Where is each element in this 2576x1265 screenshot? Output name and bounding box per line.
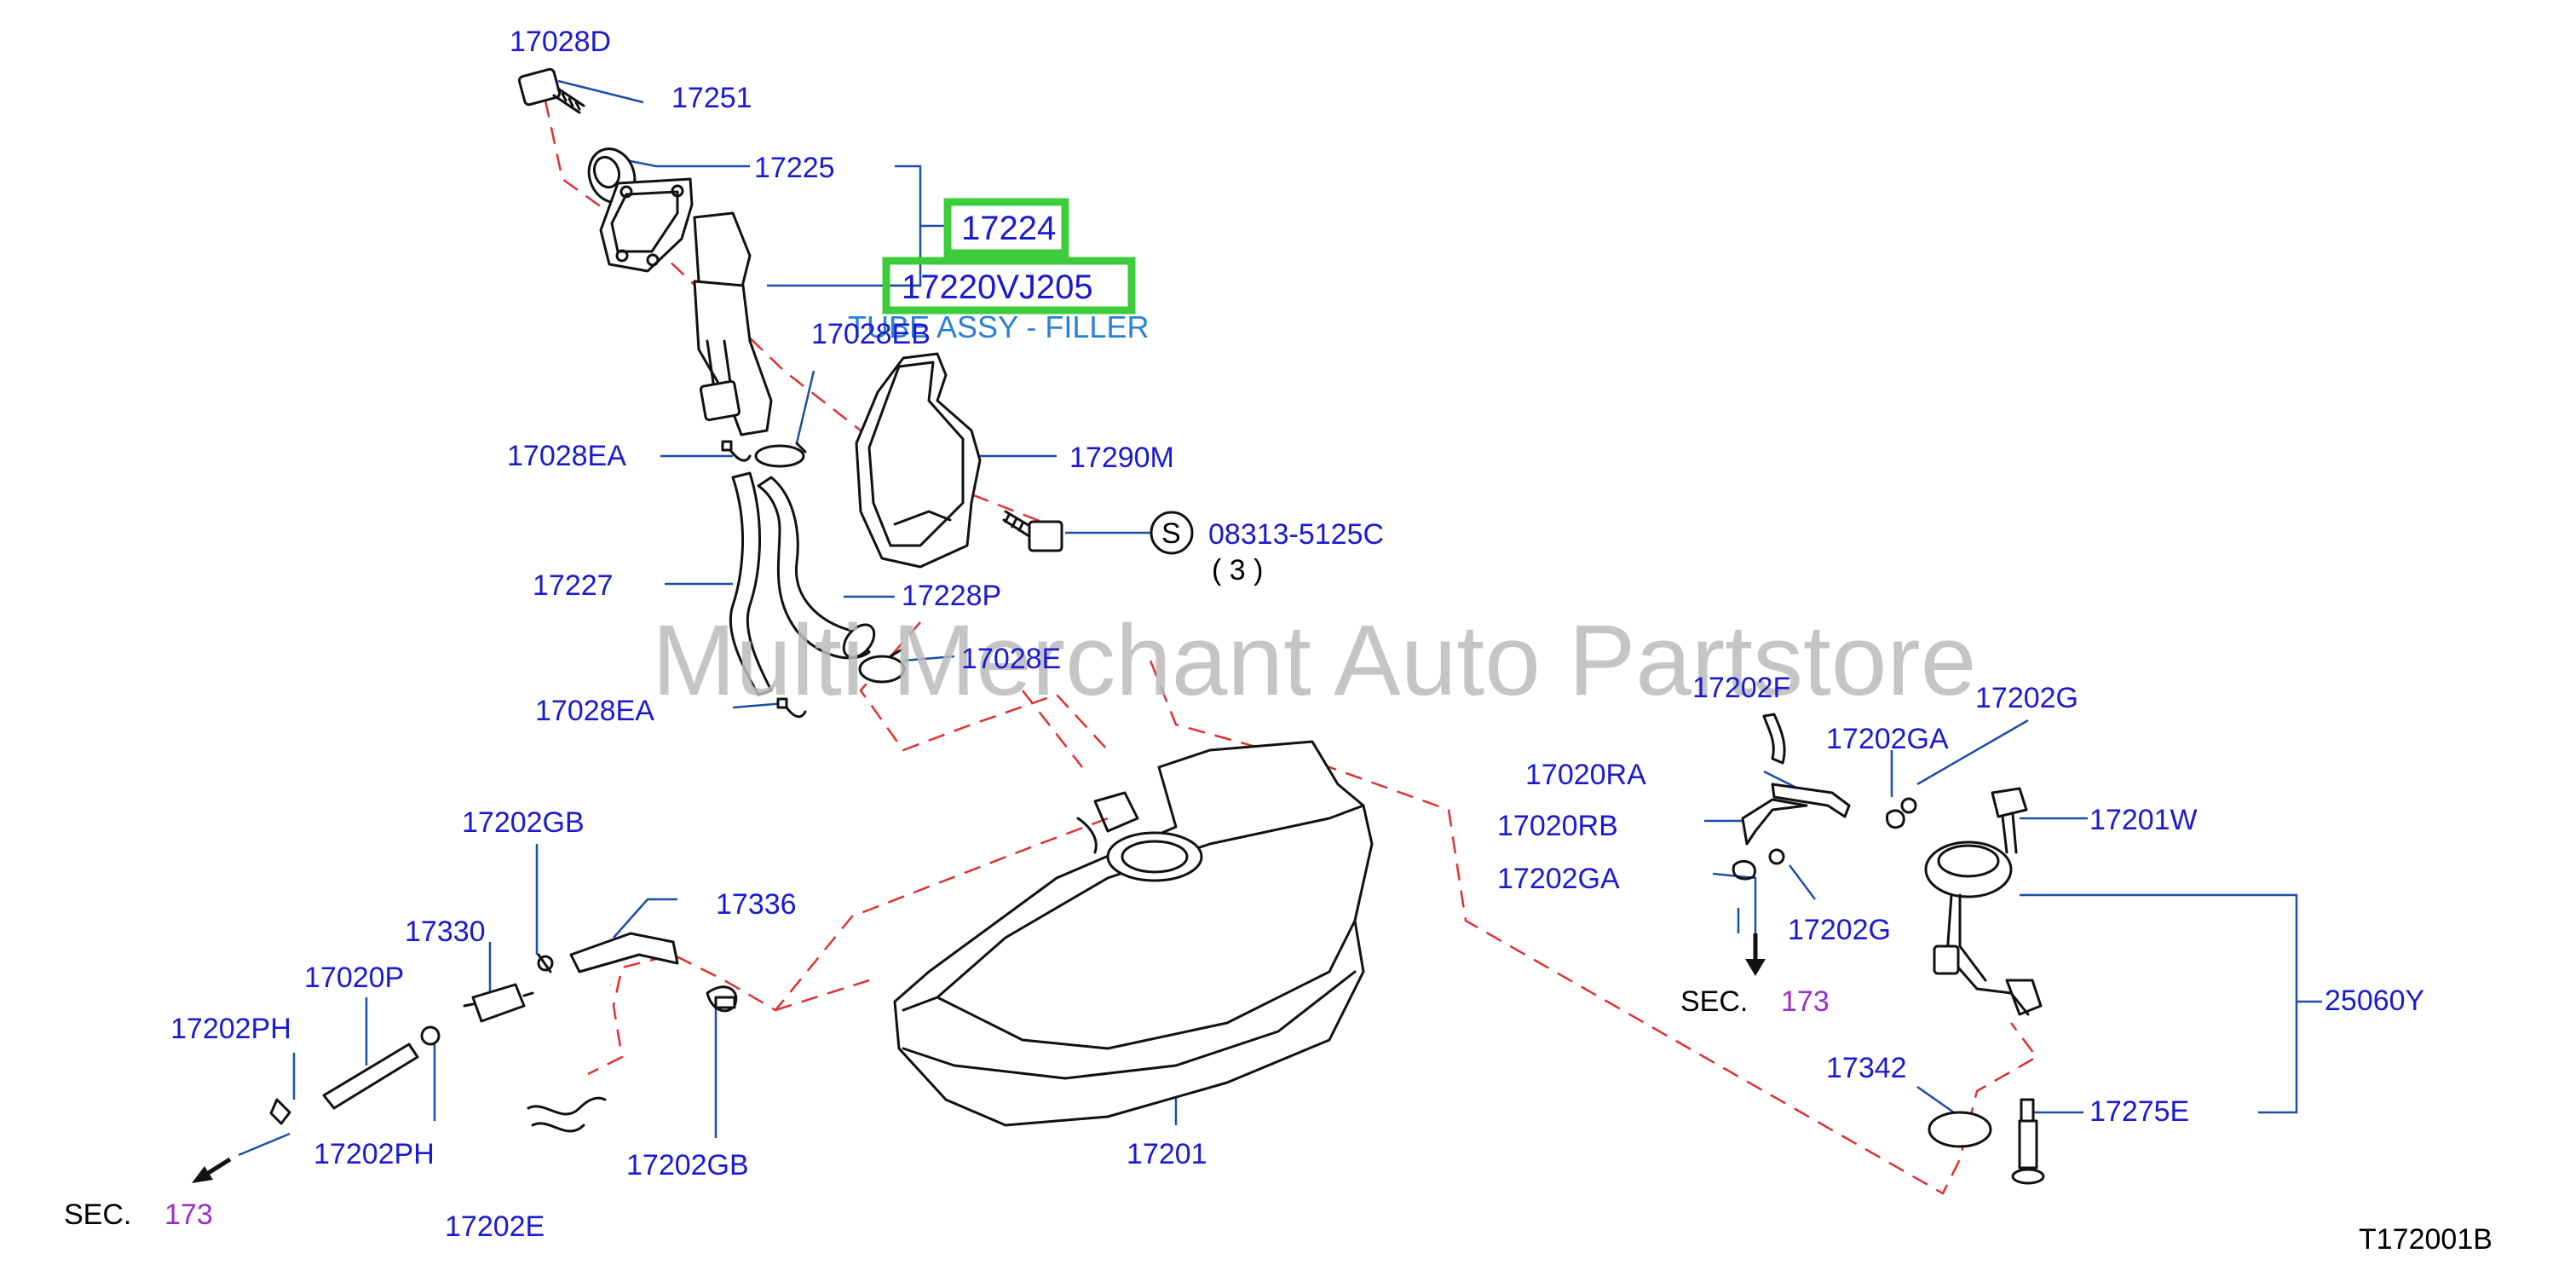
part-labels: 17028D 17251 17225 17224 17220VJ205 TUBE…	[170, 26, 2424, 1243]
part-caption: TUBE ASSY - FILLER	[848, 309, 1149, 344]
clamp-17202gb-bottom-drawing[interactable]	[706, 985, 738, 1013]
part-label-17227[interactable]: 17227	[533, 569, 614, 602]
part-label-17028ea-bottom[interactable]: 17028EA	[535, 695, 654, 727]
part-label-17202ph-bottom[interactable]: 17202PH	[314, 1138, 435, 1170]
part-label-17028ea-top[interactable]: 17028EA	[507, 440, 626, 472]
parts-illustration	[192, 67, 2045, 1185]
part-label-17202f[interactable]: 17202F	[1692, 672, 1790, 704]
gasket-17225-drawing[interactable]	[599, 177, 694, 273]
sec-number-link[interactable]: 173	[164, 1199, 213, 1231]
part-label-17202ga-bottom[interactable]: 17202GA	[1497, 863, 1620, 895]
hose-17336-drawing[interactable]	[569, 932, 679, 973]
part-label-17228p[interactable]: 17228P	[902, 580, 1001, 612]
diagram-code: T172001B	[2359, 1223, 2492, 1256]
part-label-17224[interactable]: 17224	[961, 210, 1056, 247]
arrow-down-left-icon	[192, 1157, 232, 1183]
highlight-box-17224	[943, 198, 1069, 257]
bolt-17028d-drawing[interactable]	[517, 67, 585, 114]
part-label-17020rb[interactable]: 17020RB	[1497, 810, 1618, 842]
part-label-17028d[interactable]: 17028D	[510, 26, 611, 58]
sec-number-link[interactable]: 173	[1781, 985, 1830, 1018]
strainer-17275e-drawing[interactable]	[2011, 1098, 2045, 1185]
watermark-text: Multi Merchant Auto Partstore	[652, 604, 1976, 717]
arrow-down-icon	[1745, 933, 1766, 976]
part-label-17020p[interactable]: 17020P	[304, 962, 404, 994]
hose-17202e-drawing[interactable]	[527, 1096, 607, 1133]
clamp-17028e-drawing[interactable]	[858, 648, 906, 684]
part-label-17342[interactable]: 17342	[1826, 1052, 1907, 1084]
shield-17290m-drawing[interactable]	[855, 352, 982, 569]
part-label-17225[interactable]: 17225	[754, 152, 835, 184]
plug-17342-drawing[interactable]	[1928, 1111, 1992, 1148]
clip-17202f-drawing[interactable]	[1762, 713, 1786, 765]
clamp-17202ph-top-drawing[interactable]	[269, 1098, 291, 1125]
sec-label: SEC.	[1680, 985, 1748, 1018]
clamp-17202gb-top-drawing[interactable]	[537, 953, 554, 973]
part-label-17202ga-top[interactable]: 17202GA	[1826, 723, 1949, 755]
fuel-gauge-unit-25060y-drawing[interactable]	[1924, 840, 2043, 1016]
clamp-17202g-bottom-drawing[interactable]	[1768, 848, 1785, 865]
highlight-box-17220vj205	[882, 257, 1136, 315]
clamp-17028ea-top-drawing[interactable]	[721, 440, 752, 462]
hose-17228p-drawing[interactable]	[757, 476, 880, 663]
hose-17020rb-drawing[interactable]	[1741, 798, 1808, 846]
part-label-17202e[interactable]: 17202E	[445, 1210, 545, 1243]
clamp-17028ea-bottom-drawing[interactable]	[776, 697, 807, 719]
part-label-17202ph-top[interactable]: 17202PH	[170, 1013, 291, 1045]
part-label-17290m[interactable]: 17290M	[1069, 442, 1174, 474]
clamp-17202g-top-drawing[interactable]	[1900, 797, 1917, 814]
part-label-17028eb[interactable]: 17028EB	[811, 318, 931, 350]
part-label-17330[interactable]: 17330	[405, 916, 486, 948]
clamp-17202ga-top-drawing[interactable]	[1885, 809, 1905, 829]
filler-tube-17220-drawing[interactable]	[693, 211, 773, 436]
part-label-08313-5125c[interactable]: 08313-5125C	[1208, 518, 1384, 551]
part-label-17202gb-bottom[interactable]: 17202GB	[626, 1149, 749, 1181]
tube-17020p-drawing[interactable]	[322, 1043, 419, 1110]
clamp-17202ga-bottom-drawing[interactable]	[1732, 860, 1756, 881]
part-label-17202g-top[interactable]: 17202G	[1975, 682, 2078, 714]
part-label-25060y[interactable]: 25060Y	[2325, 985, 2424, 1017]
hose-17227-drawing[interactable]	[729, 471, 773, 696]
part-label-17202g-bottom[interactable]: 17202G	[1788, 914, 1891, 946]
bolt-17201w-drawing[interactable]	[1991, 787, 2028, 854]
filter-17330-drawing[interactable]	[463, 983, 534, 1023]
part-label-17275e[interactable]: 17275E	[2089, 1095, 2189, 1128]
section-reference-right: SEC. 173	[1680, 985, 1830, 1018]
part-label-17251[interactable]: 17251	[671, 82, 752, 114]
part-label-17201w[interactable]: 17201W	[2089, 804, 2198, 836]
part-label-17028e[interactable]: 17028E	[961, 643, 1061, 675]
quantity-label: ( 3 )	[1212, 554, 1263, 586]
screw-08313-drawing[interactable]	[1002, 510, 1063, 552]
fuel-tank-17201-drawing[interactable]	[893, 740, 1374, 1127]
clamp-17202ph-bottom-drawing[interactable]	[420, 1025, 441, 1046]
part-label-17220vj205[interactable]: 17220VJ205	[902, 269, 1093, 306]
clamp-17028eb-drawing[interactable]	[754, 442, 807, 468]
part-label-17202gb-top[interactable]: 17202GB	[462, 806, 585, 839]
sec-label: SEC.	[64, 1199, 131, 1231]
s-mark: S	[1161, 517, 1181, 550]
part-label-17336[interactable]: 17336	[716, 888, 797, 921]
s-mark-circle	[1150, 511, 1194, 555]
section-reference-left: SEC. 173	[64, 1199, 213, 1231]
part-label-17020ra[interactable]: 17020RA	[1525, 759, 1646, 791]
part-label-17201[interactable]: 17201	[1127, 1138, 1207, 1170]
hose-17020ra-drawing[interactable]	[1771, 783, 1851, 818]
